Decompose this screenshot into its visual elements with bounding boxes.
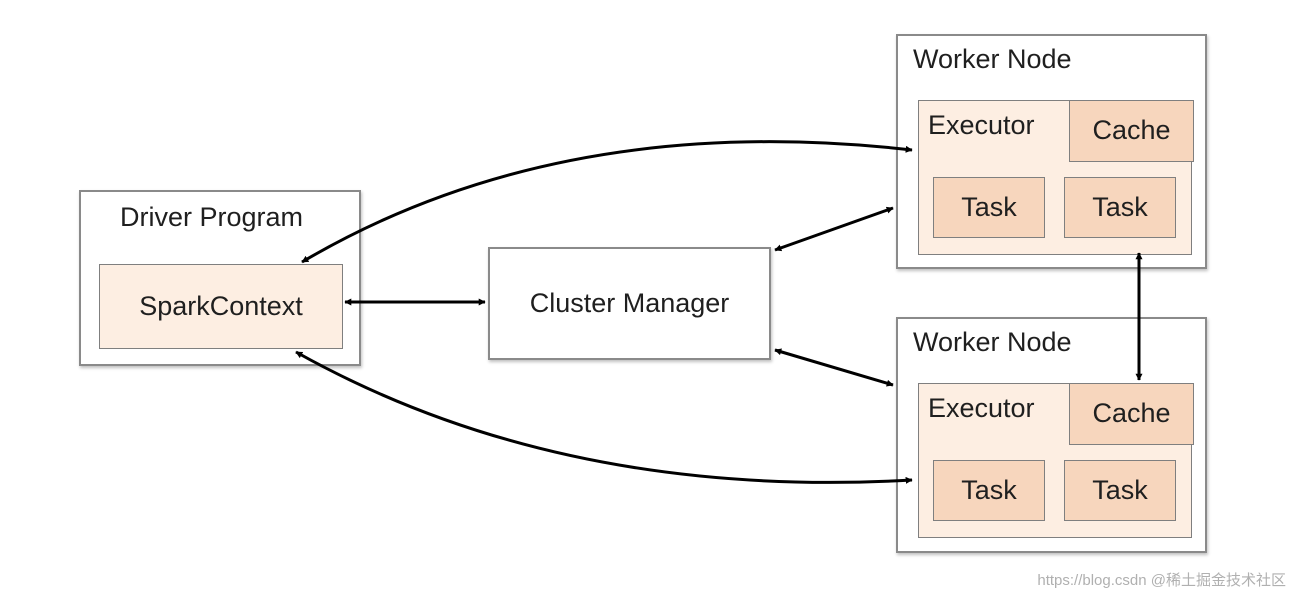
worker-node-2: Worker Node Executor Cache Task Task [896, 317, 1207, 553]
task-label: Task [1092, 192, 1148, 222]
executor-box: Executor Cache Task Task [918, 382, 1194, 538]
task-box: Task [1064, 460, 1176, 521]
arrow-clustermanager-worker2 [774, 348, 894, 387]
task-box: Task [933, 460, 1045, 521]
spark-context-box: SparkContext [99, 264, 343, 349]
cluster-manager-box: Cluster Manager [488, 247, 771, 360]
task-label: Task [1092, 475, 1148, 505]
cache-label: Cache [1092, 398, 1171, 428]
spark-context-label: SparkContext [139, 291, 303, 321]
cache-box: Cache [1069, 382, 1194, 445]
cache-label: Cache [1092, 115, 1171, 145]
arrow-driver-worker2 [295, 350, 913, 484]
watermark-text: https://blog.csdn @稀土掘金技术社区 [1037, 572, 1286, 589]
worker-node-title: Worker Node [913, 327, 1072, 357]
executor-label: Executor [928, 110, 1035, 140]
task-box: Task [933, 177, 1045, 238]
task-box: Task [1064, 177, 1176, 238]
worker-node-1: Worker Node Executor Cache Task Task [896, 34, 1207, 269]
executor-box: Executor Cache Task Task [918, 99, 1194, 255]
worker-node-title: Worker Node [913, 44, 1072, 74]
executor-label: Executor [928, 393, 1035, 423]
task-label: Task [961, 475, 1017, 505]
task-label: Task [961, 192, 1017, 222]
driver-program-title: Driver Program [120, 202, 304, 232]
arrow-clustermanager-worker1 [774, 206, 894, 252]
cluster-manager-label: Cluster Manager [529, 288, 730, 318]
cache-box: Cache [1069, 99, 1194, 162]
arrow-driver-worker1 [301, 140, 913, 264]
